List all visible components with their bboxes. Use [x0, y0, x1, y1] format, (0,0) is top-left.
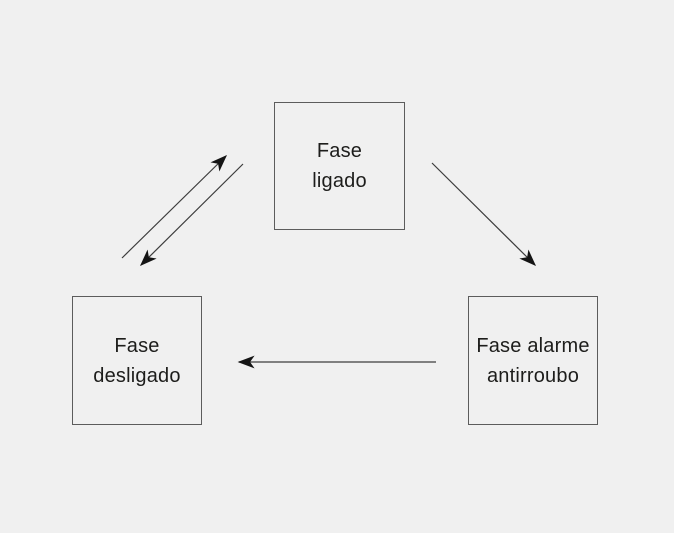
node-fase-ligado: Fase ligado: [274, 102, 405, 230]
node-label-line: Fase alarme: [476, 334, 590, 357]
arrow-desligado-to-ligado: [121, 155, 228, 259]
node-fase-desligado: Fase desligado: [72, 296, 202, 425]
node-label-line: ligado: [312, 170, 367, 192]
node-label-line: desligado: [93, 364, 181, 387]
arrow-ligado-to-desligado: [139, 163, 244, 266]
node-label-line: antirroubo: [486, 364, 580, 387]
node-label-line: Fase: [114, 334, 160, 357]
node-label-line: Fase: [316, 140, 363, 162]
arrow-ligado-to-antirroubo: [431, 162, 537, 266]
node-fase-alarme-antirroubo: Fase alarme antirroubo: [468, 296, 598, 425]
